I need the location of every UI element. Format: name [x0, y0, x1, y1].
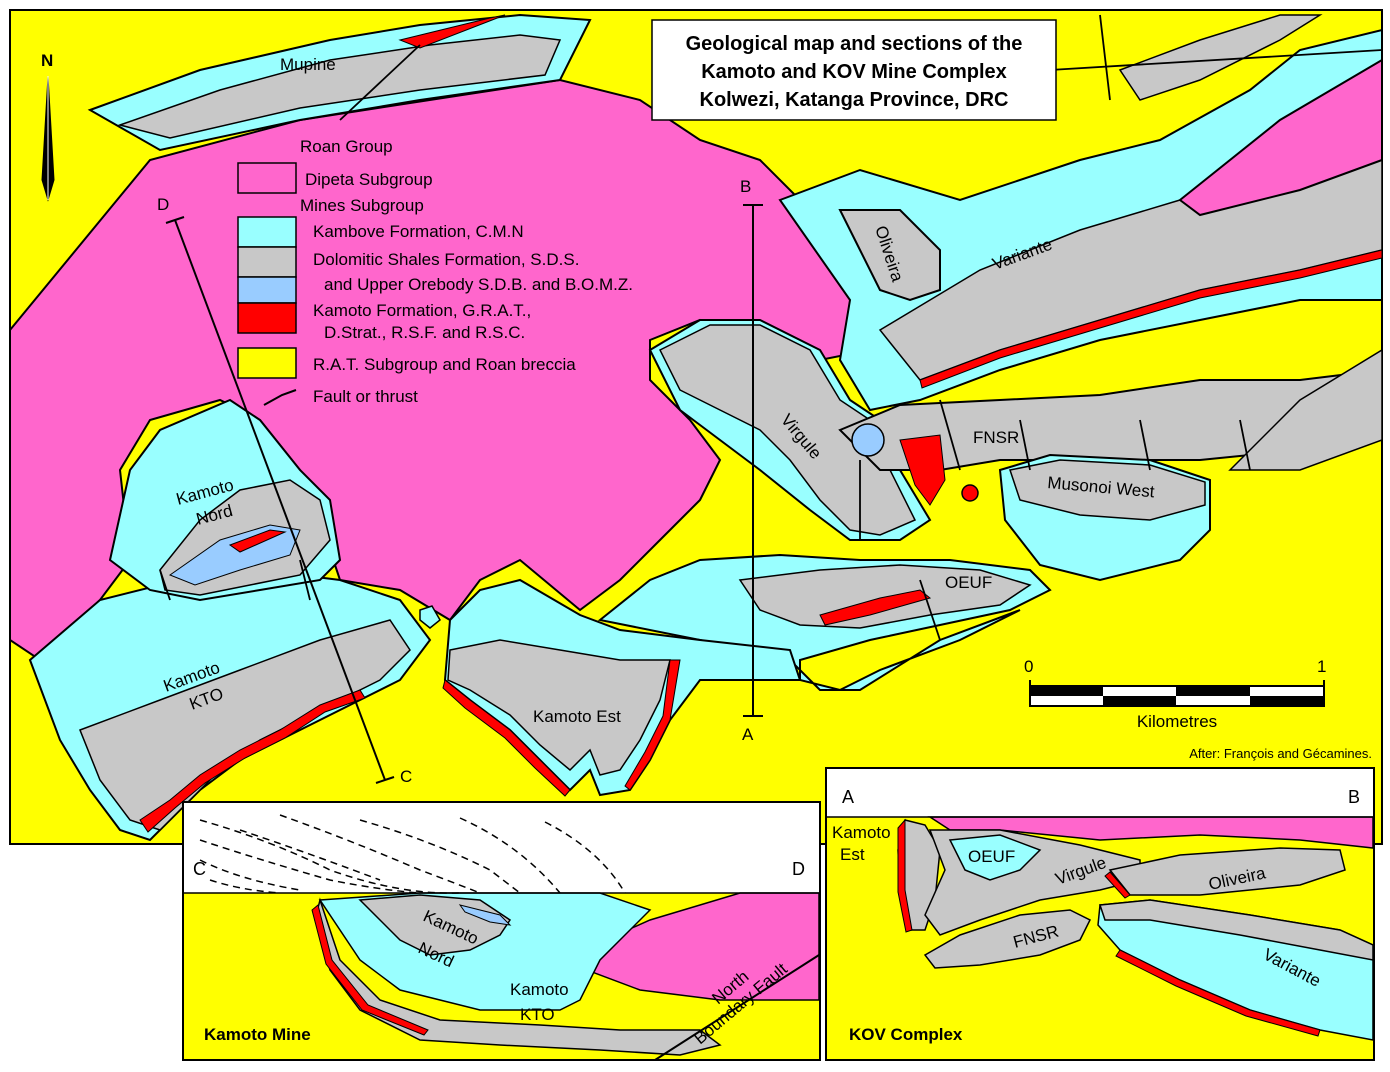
scale-bar: 0 1 Kilometres — [1024, 657, 1326, 731]
kamoto-est-kamoto-2 — [624, 659, 681, 791]
legend-swatch-dolomitic — [237, 246, 297, 278]
kov-section-inset: A B Kamoto Est OEUF Virgule Oliveira FNS… — [825, 767, 1375, 1061]
kamoto-section-dashed-projections — [199, 814, 626, 894]
kamoto-est-kamoto — [442, 679, 571, 797]
oeuf-kamoto — [819, 589, 932, 626]
kov-section-est-kamoto — [897, 818, 913, 933]
faults — [159, 14, 1383, 641]
legend-swatch-dipeta — [237, 162, 297, 194]
kamoto-section-kto-1: Kamoto — [510, 980, 569, 999]
kov-section-oeuf — [948, 834, 1042, 881]
mupine-kamoto — [398, 14, 506, 49]
north-arrow-icon: N — [41, 51, 55, 202]
kov-section-left: A — [842, 787, 854, 807]
section-label-c: C — [400, 767, 412, 786]
legend-roan-group: Roan Group — [300, 137, 393, 156]
title-box: Geological map and sections of the Kamot… — [651, 19, 1057, 121]
kamoto-section-right: D — [792, 859, 805, 879]
kamoto-section-upper-orebody — [458, 904, 512, 926]
legend-swatch-rat — [237, 347, 297, 379]
oliveira-body — [838, 209, 941, 302]
section-line-ab — [743, 204, 763, 717]
tiny-outlier — [961, 484, 979, 502]
scale-end: 1 — [1317, 657, 1326, 676]
legend-mines-subgroup: Mines Subgroup — [300, 196, 424, 215]
legend-fault-icon — [263, 389, 297, 406]
kov-section-est-2: Est — [840, 845, 865, 864]
legend-dolomitic-2: and Upper Orebody S.D.B. and B.O.M.Z. — [324, 275, 633, 294]
kov-section-right: B — [1348, 787, 1360, 807]
label-fnsr: FNSR — [973, 428, 1019, 447]
nord-kamoto — [228, 529, 287, 553]
dipeta-central — [9, 78, 872, 662]
main-map: B A D C Mupine Oliveira Variante Virgule… — [9, 9, 1383, 845]
kamoto-section-kto-2: KTO — [520, 1005, 555, 1024]
legend: Roan Group Dipeta Subgroup Mines Subgrou… — [237, 137, 633, 406]
variante-kamoto — [919, 249, 1383, 389]
title-line-1: Geological map and sections of the — [686, 33, 1023, 55]
scale-start: 0 — [1024, 657, 1033, 676]
legend-swatch-kambove — [237, 216, 297, 248]
kov-section-fnsr — [923, 909, 1092, 969]
right-edge-dolomitic — [1228, 348, 1383, 471]
legend-dipeta: Dipeta Subgroup — [305, 170, 433, 189]
section-line-cd — [165, 216, 395, 784]
fnsr-kamoto — [899, 434, 946, 506]
kamoto-section-left: C — [193, 859, 206, 879]
legend-dolomitic-1: Dolomitic Shales Formation, S.D.S. — [313, 250, 579, 269]
kamoto-section-inset: C D Kamoto Nord Kamoto KTO North Boundar… — [182, 801, 821, 1061]
kov-section-variante-dolomitic — [1098, 899, 1374, 961]
kamoto-section-dolomitic-outer — [314, 897, 722, 1056]
legend-swatch-upper-orebody — [237, 276, 297, 304]
legend-fault: Fault or thrust — [313, 387, 418, 406]
north-label: N — [41, 51, 53, 70]
small-outlier — [419, 605, 441, 629]
kamoto-section-kamoto — [311, 904, 429, 1036]
legend-kambove: Kambove Formation, C.M.N — [313, 222, 524, 241]
kamoto-section-dipeta — [558, 892, 820, 1001]
kamoto-section-title: Kamoto Mine — [204, 1025, 311, 1044]
title-line-2: Kamoto and KOV Mine Complex — [701, 61, 1007, 83]
legend-kamoto-1: Kamoto Formation, G.R.A.T., — [313, 301, 531, 320]
legend-kamoto-2: D.Strat., R.S.F. and R.S.C. — [324, 323, 525, 342]
section-label-a: A — [742, 725, 754, 744]
label-kamoto-est: Kamoto Est — [533, 707, 621, 726]
kov-section-oeuf-label: OEUF — [968, 847, 1015, 866]
kov-section-est-1: Kamoto — [832, 823, 891, 842]
kamoto-est-dolomitic — [447, 639, 671, 776]
scale-unit: Kilometres — [1137, 712, 1217, 731]
legend-rat: R.A.T. Subgroup and Roan breccia — [313, 355, 576, 374]
label-oeuf: OEUF — [945, 573, 992, 592]
virgule-dolomitic — [658, 324, 917, 536]
section-label-d: D — [157, 195, 169, 214]
label-mupine: Mupine — [280, 55, 336, 74]
kov-section-oliveira — [1108, 847, 1346, 896]
credit-text: After: François and Gécamines. — [1189, 746, 1372, 761]
musonoi-dolomitic — [1009, 459, 1206, 521]
tiny-outlier-2 — [851, 423, 885, 457]
kov-section-oliveira-kamoto — [1104, 871, 1131, 899]
title-line-3: Kolwezi, Katanga Province, DRC — [700, 89, 1009, 111]
kov-section-variante-kamoto — [1115, 949, 1321, 1037]
top-right-dipeta — [1178, 58, 1383, 217]
top-right-dolomitic-2 — [1118, 14, 1323, 101]
section-label-b: B — [740, 177, 751, 196]
north-boundary-fault — [654, 954, 820, 1061]
mupine-dolomitic — [117, 34, 562, 139]
legend-swatch-kamoto — [237, 302, 297, 334]
kov-section-title: KOV Complex — [849, 1025, 963, 1044]
kto-kamoto — [139, 689, 366, 833]
